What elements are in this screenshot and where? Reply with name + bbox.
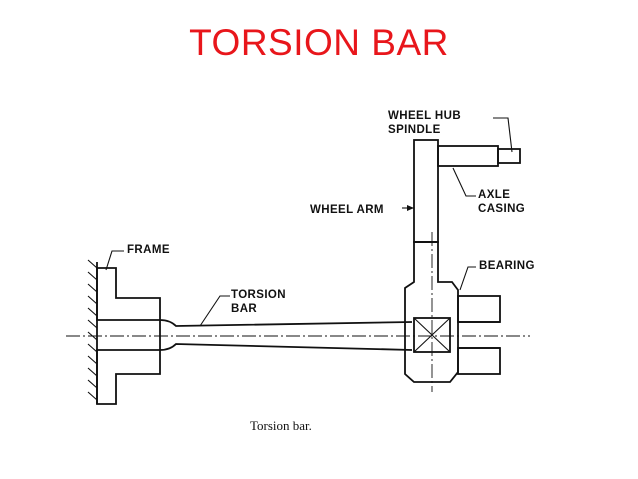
leader-lines	[105, 117, 513, 327]
label-wheel-hub-line1: WHEEL HUB	[388, 110, 461, 122]
label-torsion-line1: TORSION	[231, 289, 286, 301]
slide-title: TORSION BAR	[189, 22, 449, 63]
label-wheel-arm: WHEEL ARM	[310, 204, 384, 216]
frame-wall	[87, 259, 98, 404]
label-axle-line1: AXLE	[478, 189, 510, 201]
label-bearing: BEARING	[479, 260, 535, 272]
figure-caption: Torsion bar.	[250, 418, 312, 433]
wheel-arm	[404, 139, 459, 383]
bearing	[457, 295, 501, 375]
label-bar-line2: BAR	[231, 303, 257, 315]
center-lines	[66, 232, 530, 392]
torsion-bar-shaft	[159, 319, 413, 351]
label-frame: FRAME	[127, 244, 170, 256]
wheel-hub-spindle	[437, 145, 521, 167]
label-casing-line2: CASING	[478, 203, 525, 215]
label-spindle-line2: SPINDLE	[388, 124, 441, 136]
